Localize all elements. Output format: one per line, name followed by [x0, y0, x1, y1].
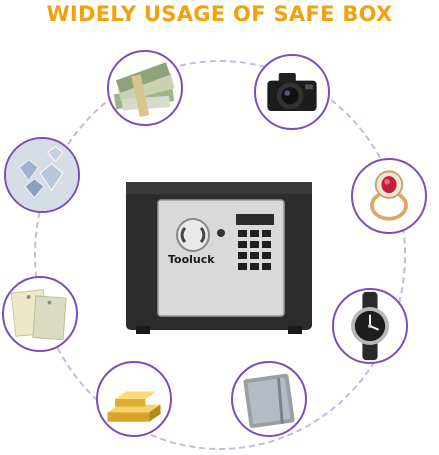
notebook-bubble — [231, 361, 307, 437]
watch-bubble — [332, 288, 408, 364]
diamond-bubble — [4, 137, 80, 213]
camera-bubble — [254, 54, 330, 130]
gold-bar-icon — [107, 391, 161, 422]
page-title: WIDELY USAGE OF SAFE BOX — [46, 2, 393, 26]
keypad — [238, 230, 271, 270]
cash-bubble — [107, 50, 183, 126]
notebook-icon — [243, 373, 295, 429]
document-icon — [10, 289, 67, 341]
ring-icon — [370, 170, 408, 221]
dashed-circle — [34, 60, 406, 450]
safe-box — [122, 178, 318, 338]
ring-bubble — [351, 158, 427, 234]
safe-brand-label: Tooluck — [168, 253, 215, 266]
diamond-icon — [6, 139, 78, 211]
camera-icon — [267, 73, 317, 111]
watch-icon — [351, 291, 389, 361]
document-bubble — [2, 276, 78, 352]
money-icon — [113, 62, 175, 117]
gold-bubble — [96, 361, 172, 437]
